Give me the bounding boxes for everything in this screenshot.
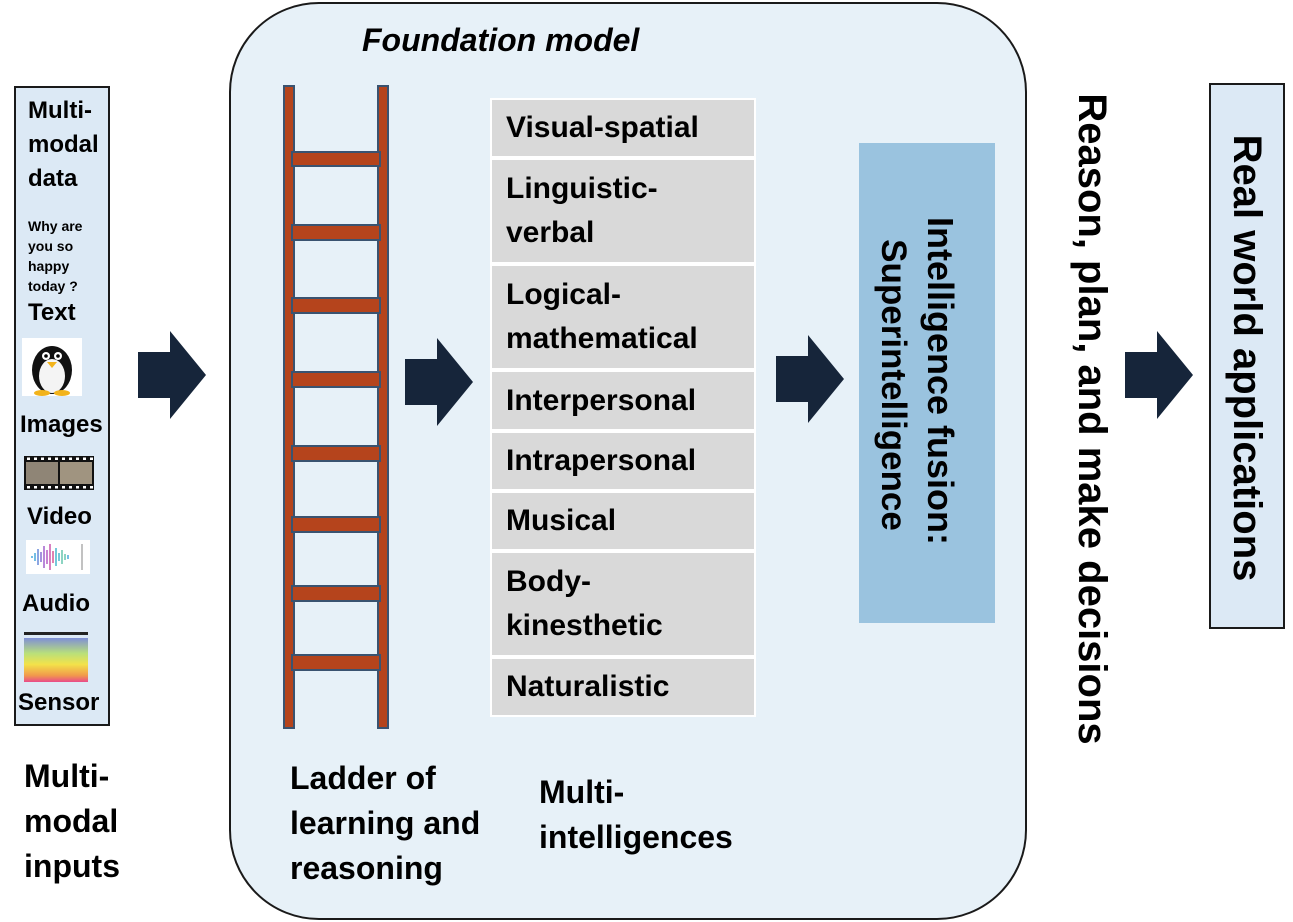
intelligence-label: Linguistic- bbox=[506, 172, 658, 205]
reason-plan-decide-text: Reason, plan, and make decisions bbox=[1070, 93, 1114, 745]
question-line: you so bbox=[28, 238, 74, 254]
intelligence-label: Body- bbox=[506, 565, 591, 598]
heading-line: data bbox=[28, 165, 78, 192]
intelligence-label: Visual-spatial bbox=[506, 111, 699, 144]
intelligence-fusion-box bbox=[859, 143, 995, 623]
caption-line: reasoning bbox=[290, 850, 443, 886]
ladder-graphic bbox=[283, 85, 389, 729]
intelligence-musical: Musical bbox=[490, 491, 756, 551]
real-world-applications-box bbox=[1209, 83, 1285, 629]
real-world-applications-text: Real world applications bbox=[1225, 134, 1269, 582]
intelligence-body-kinesthetic: Body- kinesthetic bbox=[490, 551, 756, 657]
intelligence-intrapersonal: Intrapersonal bbox=[490, 431, 756, 491]
arrow-right-icon bbox=[138, 331, 206, 419]
multimodal-inputs-caption: Multi- modal inputs bbox=[24, 754, 120, 889]
arrow-right-icon bbox=[1125, 331, 1193, 419]
question-line: Why are bbox=[28, 218, 83, 234]
intelligence-visual-spatial: Visual-spatial bbox=[490, 98, 756, 158]
heading-line: Multi- bbox=[28, 97, 92, 124]
caption-line: Multi- bbox=[539, 774, 625, 810]
caption-line: Multi- bbox=[24, 758, 110, 794]
intelligence-linguistic-verbal: Linguistic- verbal bbox=[490, 158, 756, 264]
sensor-label: Sensor bbox=[18, 689, 100, 716]
intelligence-label: Naturalistic bbox=[506, 670, 670, 703]
sample-question-text: Why are you so happy today ? bbox=[28, 216, 82, 296]
intelligence-label: Musical bbox=[506, 504, 617, 537]
intelligence-naturalistic: Naturalistic bbox=[490, 657, 756, 717]
intelligence-label: kinesthetic bbox=[506, 609, 663, 642]
caption-line: Ladder of bbox=[290, 760, 436, 796]
audio-waveform-image bbox=[26, 540, 90, 574]
video-label: Video bbox=[27, 503, 92, 530]
arrow-right-icon bbox=[776, 335, 844, 423]
audio-label: Audio bbox=[22, 590, 90, 617]
foundation-model-title: Foundation model bbox=[362, 22, 640, 58]
images-label: Images bbox=[20, 411, 103, 438]
fusion-subtitle: Superintelligence bbox=[874, 239, 913, 531]
intelligence-interpersonal: Interpersonal bbox=[490, 370, 756, 431]
ladder-caption: Ladder of learning and reasoning bbox=[290, 756, 480, 891]
caption-line: inputs bbox=[24, 848, 120, 884]
heading-line: modal bbox=[28, 131, 99, 158]
caption-line: modal bbox=[24, 803, 119, 839]
multimodal-data-heading: Multi- modal data bbox=[28, 94, 99, 196]
intelligence-label: verbal bbox=[506, 216, 595, 249]
caption-line: learning and bbox=[290, 805, 481, 841]
question-line: happy bbox=[28, 258, 70, 274]
video-filmstrip-image bbox=[24, 456, 94, 490]
caption-line: intelligences bbox=[539, 819, 733, 855]
multimodal-data-panel bbox=[14, 86, 110, 726]
intelligence-label: Logical- bbox=[506, 278, 622, 311]
text-label: Text bbox=[28, 299, 76, 326]
intelligence-logical-mathematical: Logical- mathematical bbox=[490, 264, 756, 370]
intelligence-label: Interpersonal bbox=[506, 383, 697, 417]
fusion-title: Intelligence fusion: bbox=[920, 216, 961, 546]
sensor-heatmap-image bbox=[24, 632, 88, 682]
question-line: today ? bbox=[28, 278, 78, 294]
multi-intelligences-caption: Multi- intelligences bbox=[539, 770, 733, 860]
intelligence-label: Intrapersonal bbox=[506, 444, 697, 477]
intelligence-label: mathematical bbox=[506, 322, 698, 355]
penguin-image bbox=[22, 338, 82, 396]
arrow-right-icon bbox=[405, 338, 473, 426]
